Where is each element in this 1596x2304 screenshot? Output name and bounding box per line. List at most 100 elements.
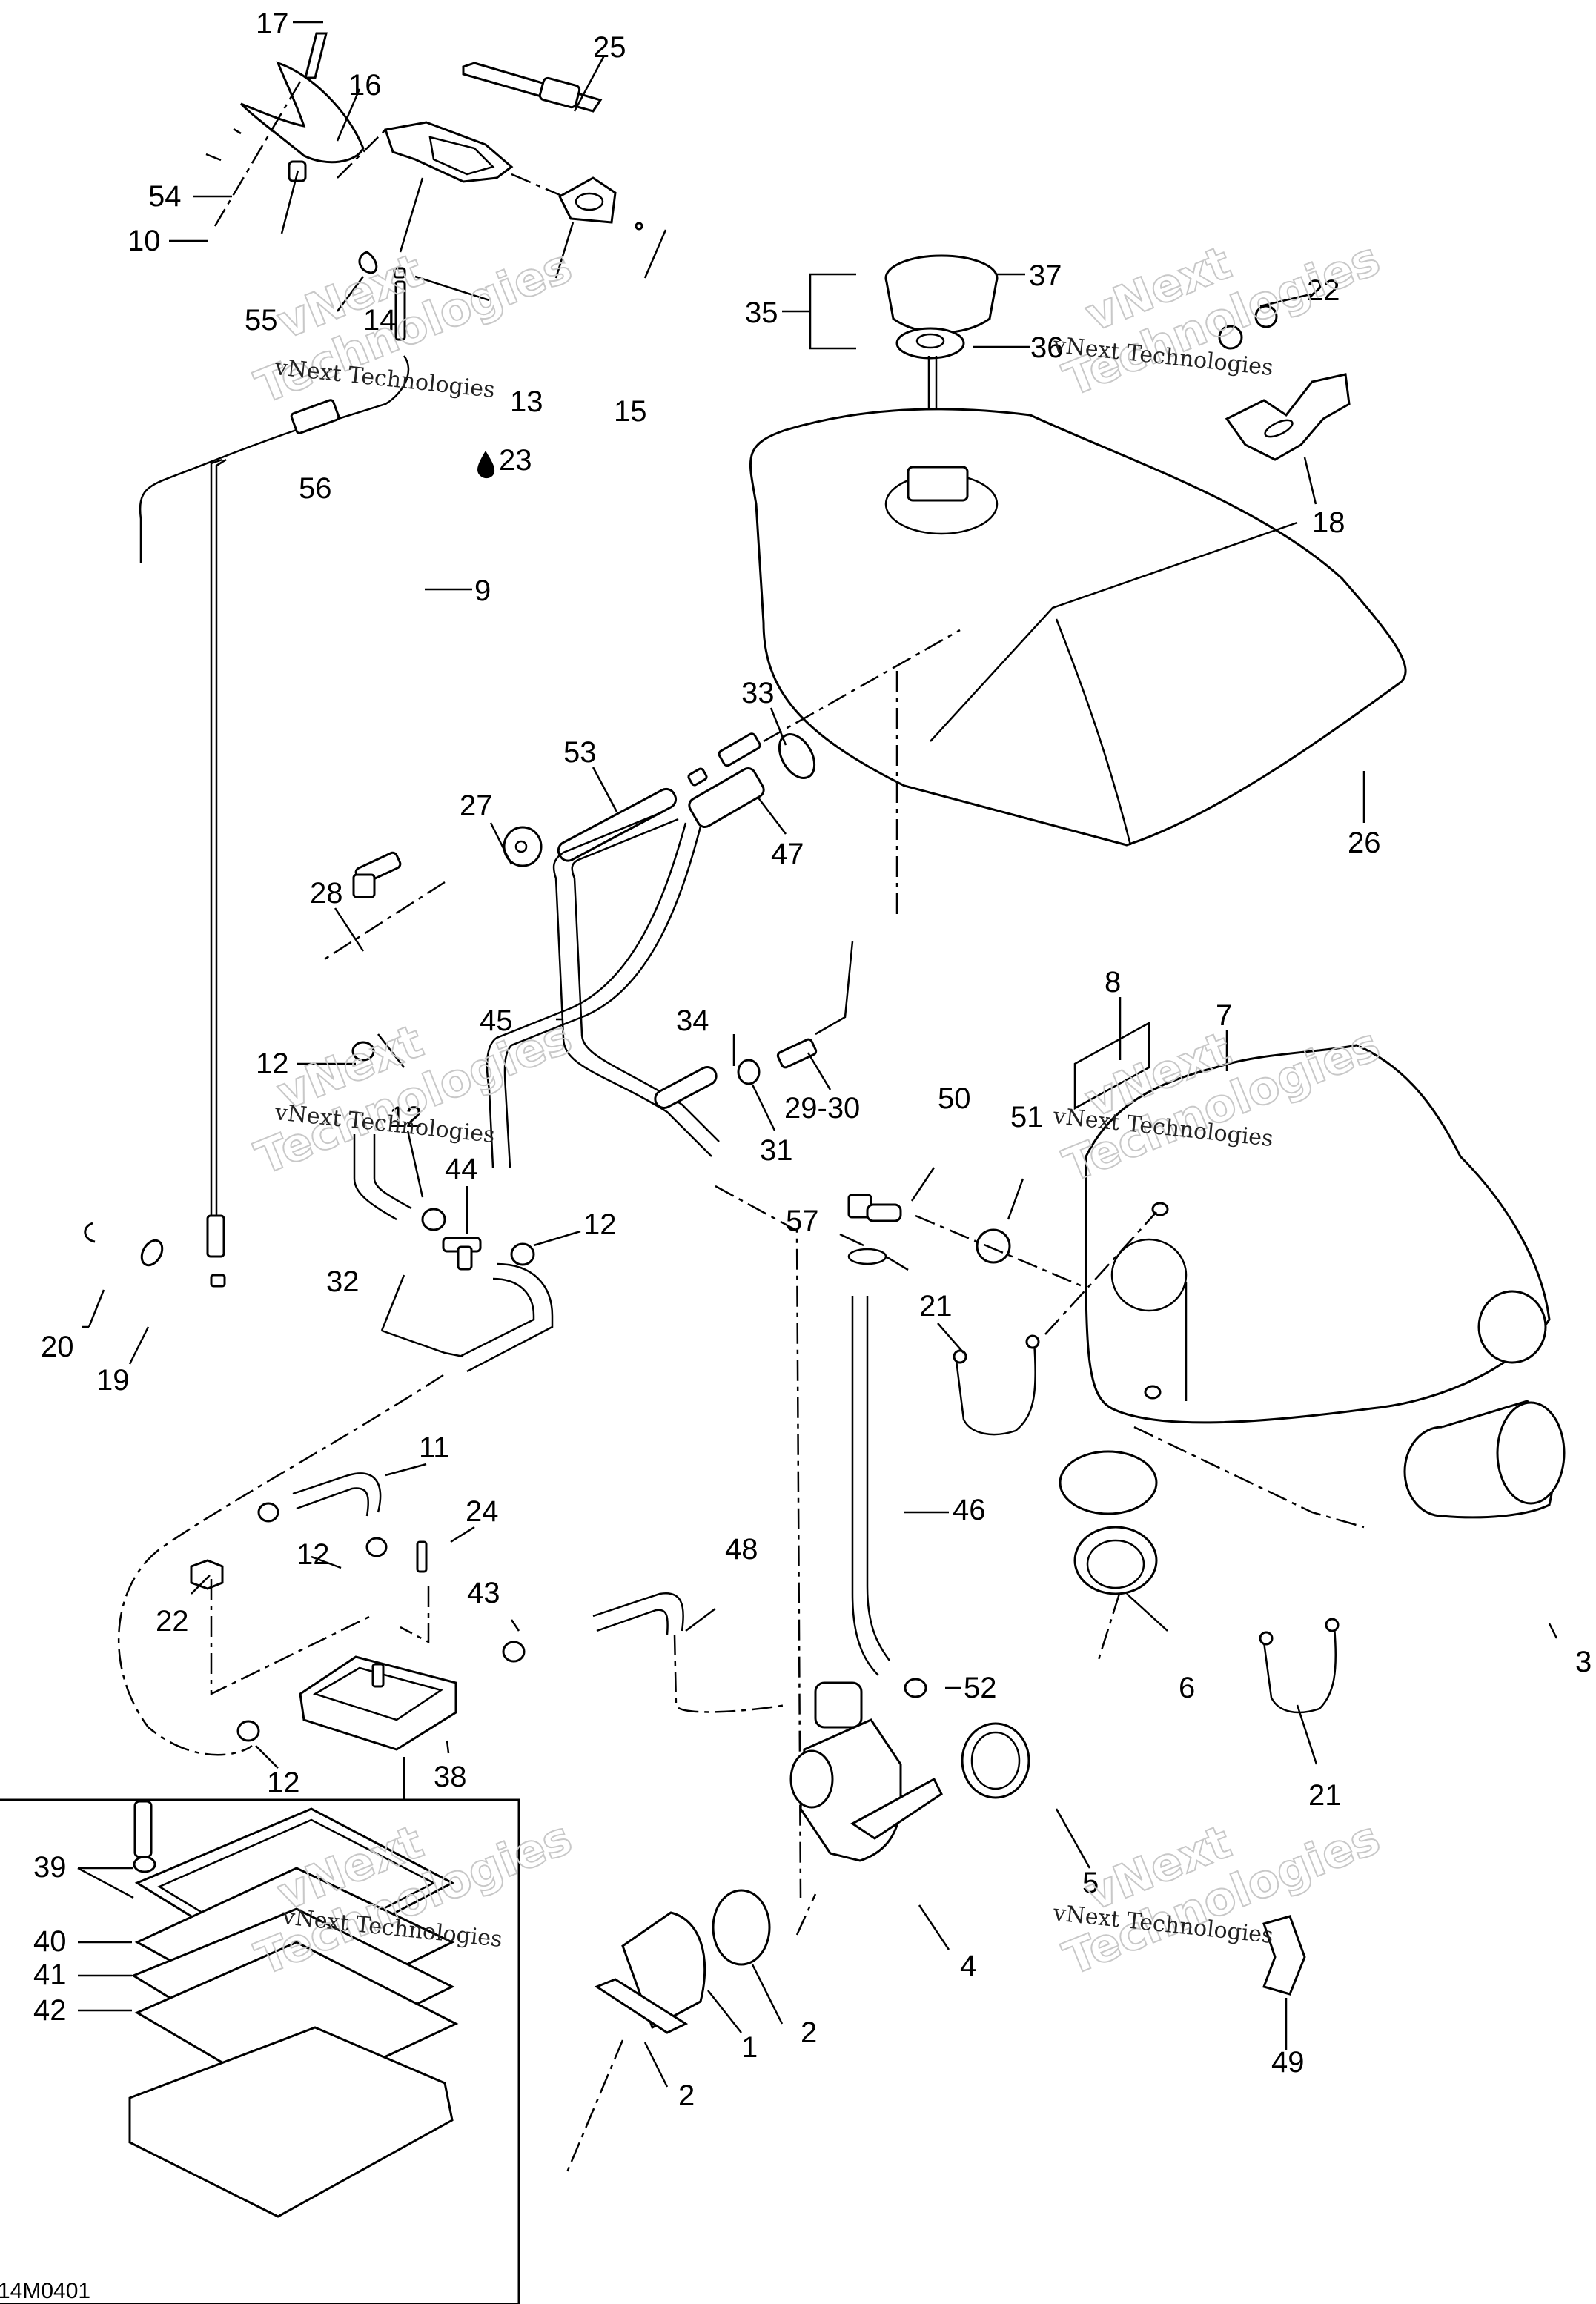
callout-38: 38: [434, 1761, 467, 1793]
part-17-rod: [304, 32, 328, 79]
callout-55: 55: [245, 304, 278, 337]
callout-5: 5: [1082, 1867, 1099, 1899]
callout-2-upper: 2: [801, 2016, 817, 2049]
part-39-washer: [133, 1856, 156, 1873]
callout-2-lower: 2: [678, 2079, 695, 2112]
part-50-elbow: [847, 1194, 902, 1222]
callout-37: 37: [1029, 259, 1062, 292]
callout-36: 36: [1030, 331, 1064, 364]
part-21-strap-a: [953, 1334, 1040, 1436]
callout-53: 53: [563, 736, 597, 769]
callout-27: 27: [460, 789, 493, 822]
part-49-clip: [1262, 1915, 1306, 1996]
part-4-carburetor: [789, 1681, 943, 1862]
callout-12-e: 12: [267, 1767, 300, 1799]
callout-40: 40: [33, 1925, 67, 1958]
assembly-line: [213, 81, 302, 227]
part-38-fuel-pump: [299, 1655, 457, 1751]
callout-21-b: 21: [1308, 1779, 1342, 1812]
part-45-hoses: [486, 810, 720, 1168]
callout-10: 10: [128, 225, 161, 257]
callout-3: 3: [1575, 1646, 1592, 1678]
callout-labels: 17 25 16 54 10 55 14 13 15 56 23 9 37 35…: [33, 7, 1592, 2112]
callout-15: 15: [614, 395, 647, 428]
part-34-hose: [654, 1066, 718, 1109]
callout-46: 46: [953, 1494, 986, 1526]
callout-50: 50: [938, 1082, 971, 1115]
callout-21-a: 21: [919, 1290, 953, 1323]
part-14-housing: [384, 121, 514, 183]
part-36-gasket: [895, 327, 965, 360]
part-12-clamp-c: [510, 1242, 535, 1266]
part-44-tee-fitting: [442, 1237, 482, 1271]
part-12-clamp-b: [421, 1208, 446, 1231]
callout-44: 44: [445, 1153, 478, 1185]
part-39-screw: [133, 1800, 153, 1858]
watermark-3: vNext Technologies: [247, 1009, 580, 1186]
callout-26: 26: [1348, 827, 1381, 859]
callout-23: 23: [499, 444, 532, 477]
part-19-washer: [140, 1239, 164, 1267]
part-12-clamp-f: [236, 1720, 260, 1742]
part-22-nuts: [1218, 305, 1278, 350]
callout-43: 43: [467, 1577, 500, 1609]
part-8-decal: [1073, 1021, 1150, 1110]
part-57-tie-strap: [847, 1248, 909, 1271]
callout-33: 33: [741, 677, 775, 709]
part-21-strap-b: [1259, 1618, 1340, 1714]
callout-9: 9: [474, 575, 491, 607]
part-52-clamp: [904, 1678, 927, 1698]
callout-14: 14: [363, 304, 397, 337]
part-5-clamp: [961, 1722, 1030, 1799]
callout-12-c: 12: [583, 1208, 617, 1241]
part-32-hose-left: [353, 1134, 412, 1221]
callout-52: 52: [964, 1672, 997, 1704]
oil-drop-icon: [477, 451, 495, 479]
part-48-hose: [592, 1592, 684, 1635]
callout-39: 39: [33, 1851, 67, 1884]
callout-16: 16: [348, 69, 382, 102]
callout-18: 18: [1312, 506, 1345, 539]
callout-35: 35: [745, 297, 778, 329]
part-31-nut: [737, 1059, 761, 1085]
callout-25: 25: [593, 31, 626, 64]
part-3-filter: [1403, 1400, 1566, 1519]
part-11-hose: [292, 1472, 382, 1517]
callout-13: 13: [510, 385, 543, 418]
cable-end-fitting: [206, 1214, 226, 1288]
callout-23-group: 23: [477, 444, 532, 479]
part-37-fuel-cap: [884, 254, 999, 334]
part-33-valve: [687, 732, 761, 787]
callout-19: 19: [96, 1364, 130, 1397]
part-12-clamp-e: [365, 1537, 388, 1557]
part-54-pin: [233, 128, 242, 135]
part-43-clamp: [502, 1641, 526, 1663]
callout-4: 4: [960, 1950, 976, 1982]
part-27-grommet: [503, 826, 543, 867]
part-12-clamp-a: [351, 1041, 375, 1062]
callout-45: 45: [480, 1004, 513, 1037]
leader-lines: [77, 21, 1558, 2088]
part-32-hose-right: [459, 1262, 554, 1373]
callout-28: 28: [310, 877, 343, 910]
callout-1: 1: [741, 2031, 758, 2064]
part-16-lever: [239, 61, 365, 164]
part-56-clip: [358, 251, 378, 274]
part-28-elbow-fitting: [352, 851, 402, 898]
part-13-plate: [558, 176, 617, 224]
part-12-clamp-d: [257, 1502, 279, 1523]
part-25-bracket: [462, 62, 603, 113]
callout-12-b: 12: [389, 1101, 423, 1133]
callout-57: 57: [786, 1205, 819, 1237]
part-29-30-fitting: [776, 941, 854, 1069]
part-10-pin: [205, 153, 222, 162]
part-7-air-silencer: [1085, 1044, 1551, 1424]
callout-41: 41: [33, 1959, 67, 1991]
callout-29-30: 29-30: [784, 1092, 860, 1125]
part-47-primer: [688, 733, 816, 829]
part-2-flange-lower: [594, 1978, 689, 2034]
callout-32: 32: [326, 1265, 360, 1298]
part-18-bracket: [1225, 373, 1351, 461]
fuel-pump-inset: [0, 1798, 520, 2304]
